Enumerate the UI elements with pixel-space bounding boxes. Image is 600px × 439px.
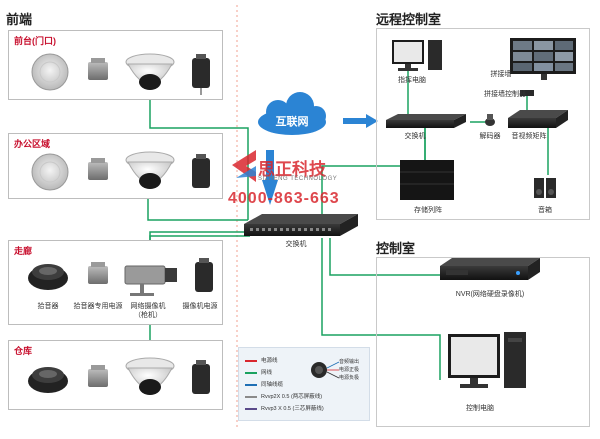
main-switch-icon xyxy=(244,214,358,236)
control-pc-icon xyxy=(448,332,526,388)
zone-label-corridor: 走廊 xyxy=(14,246,33,256)
brand-logo-icon xyxy=(232,150,256,182)
dome-camera-icon xyxy=(125,357,175,395)
camera-power-icon xyxy=(192,54,210,95)
section-title-remote: 远程控制室 xyxy=(376,12,442,27)
legend-connector-icon xyxy=(311,361,340,379)
net-line-ctrlpc xyxy=(321,238,441,380)
label-speaker: 音箱 xyxy=(538,207,552,214)
dome-camera-icon xyxy=(125,151,175,189)
brand-name: 思正科技 xyxy=(258,160,326,179)
legend: 电源线 网线 同轴线缆 Rvvp2X 0.5 (两芯屏蔽线) Rvvp3 X 0… xyxy=(238,347,370,421)
label-nvr: NVR(网络硬盘录像机) xyxy=(455,291,525,298)
power-supply-icon xyxy=(88,365,108,387)
camera-power-icon xyxy=(192,360,210,394)
remote-room-box xyxy=(376,28,590,220)
storage-array-icon xyxy=(400,160,454,200)
uplink-arrow xyxy=(262,150,278,205)
nvr-icon xyxy=(440,258,540,280)
label-wall-controller: 拼接墙控制器 xyxy=(484,91,526,98)
pickup-mic-icon xyxy=(31,153,69,191)
label-av-matrix: 音视频矩阵 xyxy=(511,133,547,140)
section-title-control: 控制室 xyxy=(376,241,416,256)
net-line-nvr xyxy=(329,238,440,276)
pickup-mic-icon xyxy=(31,53,69,91)
dome-camera-icon xyxy=(125,53,175,90)
brand-en: SIZHENG TECHNOLOGY xyxy=(258,176,338,182)
label-pickup: 拾音器 xyxy=(37,303,59,310)
remote-switch-icon xyxy=(386,114,466,128)
bullet-camera-icon xyxy=(124,265,177,296)
zone-label-office: 办公区域 xyxy=(14,139,51,149)
label-storage-array: 存储列阵 xyxy=(414,207,442,214)
cloud-label: 互联网 xyxy=(275,116,309,128)
zone-label-warehouse: 仓库 xyxy=(14,346,33,356)
label-network-camera: 网络摄像机 （枪机） xyxy=(130,303,166,319)
label-pickup-power: 拾音器专用电源 xyxy=(73,303,123,310)
legend-port-audio: 音频输出 xyxy=(339,359,360,365)
remote-arrow xyxy=(343,114,378,128)
label-remote-switch: 交换机 xyxy=(404,133,426,140)
brand-phone: 4000-863-663 xyxy=(228,190,340,207)
label-control-pc: 控制电脑 xyxy=(466,405,494,412)
power-supply-icon xyxy=(88,262,108,284)
internet-cloud-icon xyxy=(258,92,326,135)
power-supply-icon xyxy=(88,58,108,80)
label-camera-power: 摄像机电源 xyxy=(182,303,218,310)
control-room-box xyxy=(376,257,590,427)
label-command-pc: 指挥电脑 xyxy=(398,77,426,84)
decoder-icon xyxy=(485,114,495,126)
net-line-office xyxy=(147,198,248,221)
wall-controller-icon xyxy=(520,90,534,96)
legend-port-positive: 电源正极 xyxy=(339,367,360,373)
zone-label-frontdesk: 前台(门口) xyxy=(14,36,56,46)
speaker-icon xyxy=(534,178,556,198)
camera-power-icon xyxy=(195,258,213,292)
label-main-switch: 交换机 xyxy=(285,241,307,248)
legend-port-negative: 电源负极 xyxy=(339,375,360,381)
section-title-front: 前端 xyxy=(6,12,33,27)
av-matrix-icon xyxy=(508,110,568,128)
pickup-mic-icon xyxy=(28,264,68,290)
video-wall-icon xyxy=(510,38,576,80)
command-pc-icon xyxy=(392,40,442,71)
camera-power-icon xyxy=(192,154,210,188)
pickup-mic-icon xyxy=(28,367,68,393)
label-video-wall: 拼接墙 xyxy=(490,71,512,78)
power-supply-icon xyxy=(88,158,108,180)
label-decoder: 解码器 xyxy=(479,133,501,140)
